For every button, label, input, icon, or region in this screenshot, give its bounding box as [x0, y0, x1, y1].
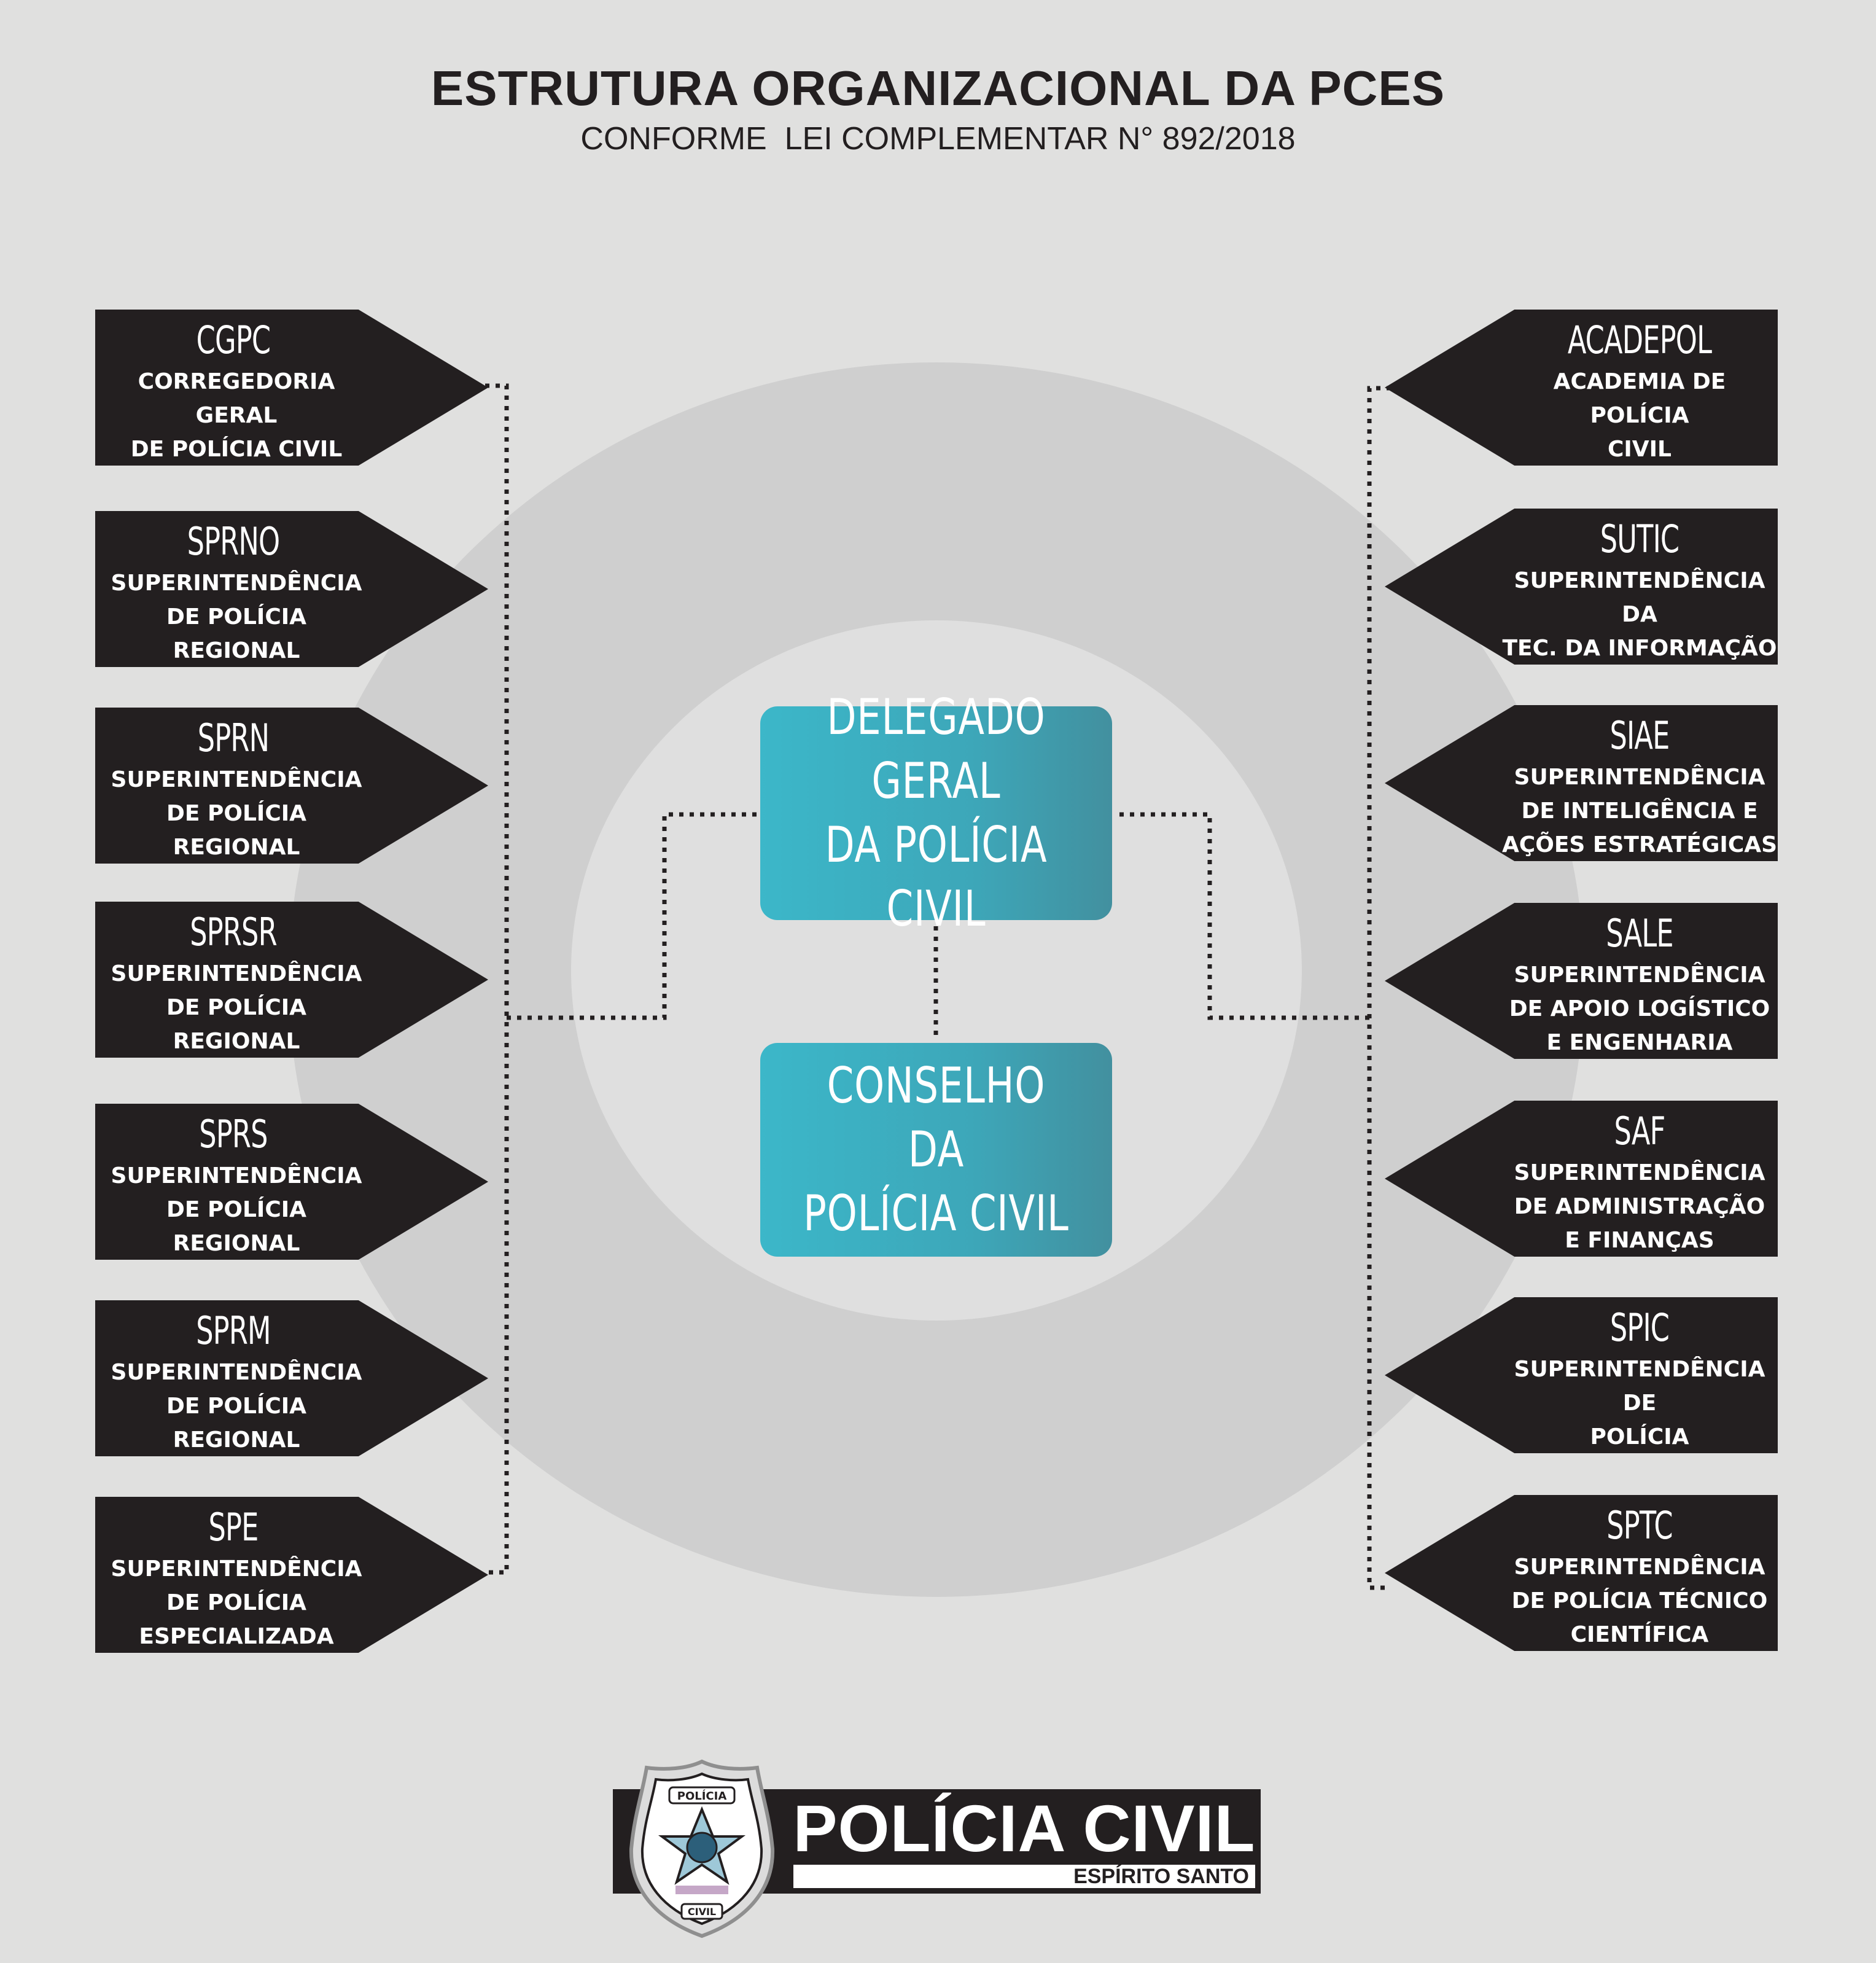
unit-desc: SUPERINTENDÊNCIA DE POLÍCIA TÉCNICO CIEN… — [1511, 1555, 1768, 1647]
unit-abbr: CGPC — [196, 318, 271, 362]
unit-abbr: SPRN — [197, 716, 270, 760]
unit-desc: SUPERINTENDÊNCIA DE POLÍCIA ESPECIALIZAD… — [111, 1556, 362, 1649]
page-title: ESTRUTURA ORGANIZACIONAL DA PCES — [430, 61, 1446, 115]
unit-desc: SUPERINTENDÊNCIA DA TEC. DA INFORMAÇÃO E… — [1502, 568, 1777, 695]
unit-abbr: SPRS — [199, 1112, 268, 1157]
council-box: CONSELHO DA POLÍCIA CIVIL — [760, 1043, 1112, 1257]
unit-desc: SUPERINTENDÊNCIA DE POLÍCIA REGIONAL MET… — [111, 1360, 362, 1486]
unit-desc: SUPERINTENDÊNCIA DE POLÍCIA REGIONAL NOR… — [111, 571, 362, 697]
unit-abbr: SPIC — [1609, 1305, 1670, 1350]
unit-siae: SIAE SUPERINTENDÊNCIA DE INTELIGÊNCIA E … — [1385, 705, 1778, 861]
unit-abbr: SIAE — [1609, 713, 1670, 758]
unit-desc: SUPERINTENDÊNCIA DE INTELIGÊNCIA E AÇÕES… — [1501, 765, 1778, 857]
unit-abbr: SPRNO — [187, 519, 281, 564]
badge-bottom-text: CIVIL — [688, 1906, 716, 1918]
unit-desc: SUPERINTENDÊNCIA DE POLÍCIA REGIONAL SER… — [111, 961, 362, 1088]
unit-desc: SUPERINTENDÊNCIA DE ADMINISTRAÇÃO E FINA… — [1514, 1160, 1765, 1253]
left-bus-line — [485, 383, 509, 1575]
unit-abbr: ACADEPOL — [1567, 318, 1712, 362]
unit-desc: SUPERINTENDÊNCIA DE POLÍCIA REGIONAL NOR… — [111, 767, 362, 894]
badge-top-text: POLÍCIA — [677, 1789, 727, 1803]
unit-abbr: SPTC — [1606, 1503, 1673, 1548]
unit-desc: SUPERINTENDÊNCIA DE POLÍCIA INTERESTADUA… — [1514, 1357, 1765, 1483]
right-link-line — [1116, 812, 1369, 1020]
unit-desc: CORREGEDORIA GERAL DE POLÍCIA CIVIL — [130, 369, 343, 462]
unit-abbr: SUTIC — [1600, 517, 1679, 561]
unit-spic: SPIC SUPERINTENDÊNCIA DE POLÍCIA INTERES… — [1385, 1297, 1778, 1453]
logo-name: POLÍCIA CIVIL — [793, 1791, 1256, 1865]
unit-abbr: SALE — [1606, 911, 1673, 956]
logo-state: ESPÍRITO SANTO — [793, 1865, 1255, 1888]
council-label: CONSELHO DA POLÍCIA CIVIL — [803, 1057, 1069, 1242]
unit-abbr: SPRSR — [190, 910, 277, 954]
unit-desc: SUPERINTENDÊNCIA DE POLÍCIA REGIONAL SUL — [111, 1163, 362, 1290]
chief-label: DELEGADO GERAL DA POLÍCIA CIVIL — [825, 689, 1048, 937]
unit-desc: SUPERINTENDÊNCIA DE APOIO LOGÍSTICO E EN… — [1509, 962, 1770, 1055]
unit-abbr: SPRM — [196, 1308, 271, 1353]
chief-box: DELEGADO GERAL DA POLÍCIA CIVIL — [760, 689, 1112, 937]
police-badge-icon: POLÍCIA CIVIL — [629, 1759, 775, 1938]
unit-desc: ACADEMIA DE POLÍCIA CIVIL — [1553, 369, 1726, 462]
right-bus-line — [1367, 386, 1391, 1590]
left-link-line — [507, 812, 757, 1020]
unit-abbr: SAF — [1614, 1109, 1665, 1153]
unit-abbr: SPE — [208, 1505, 259, 1550]
page-subtitle: CONFORME LEI COMPLEMENTAR N° 892/2018 — [580, 121, 1296, 157]
unit-sprn: SPRN SUPERINTENDÊNCIA DE POLÍCIA REGIONA… — [95, 708, 488, 864]
